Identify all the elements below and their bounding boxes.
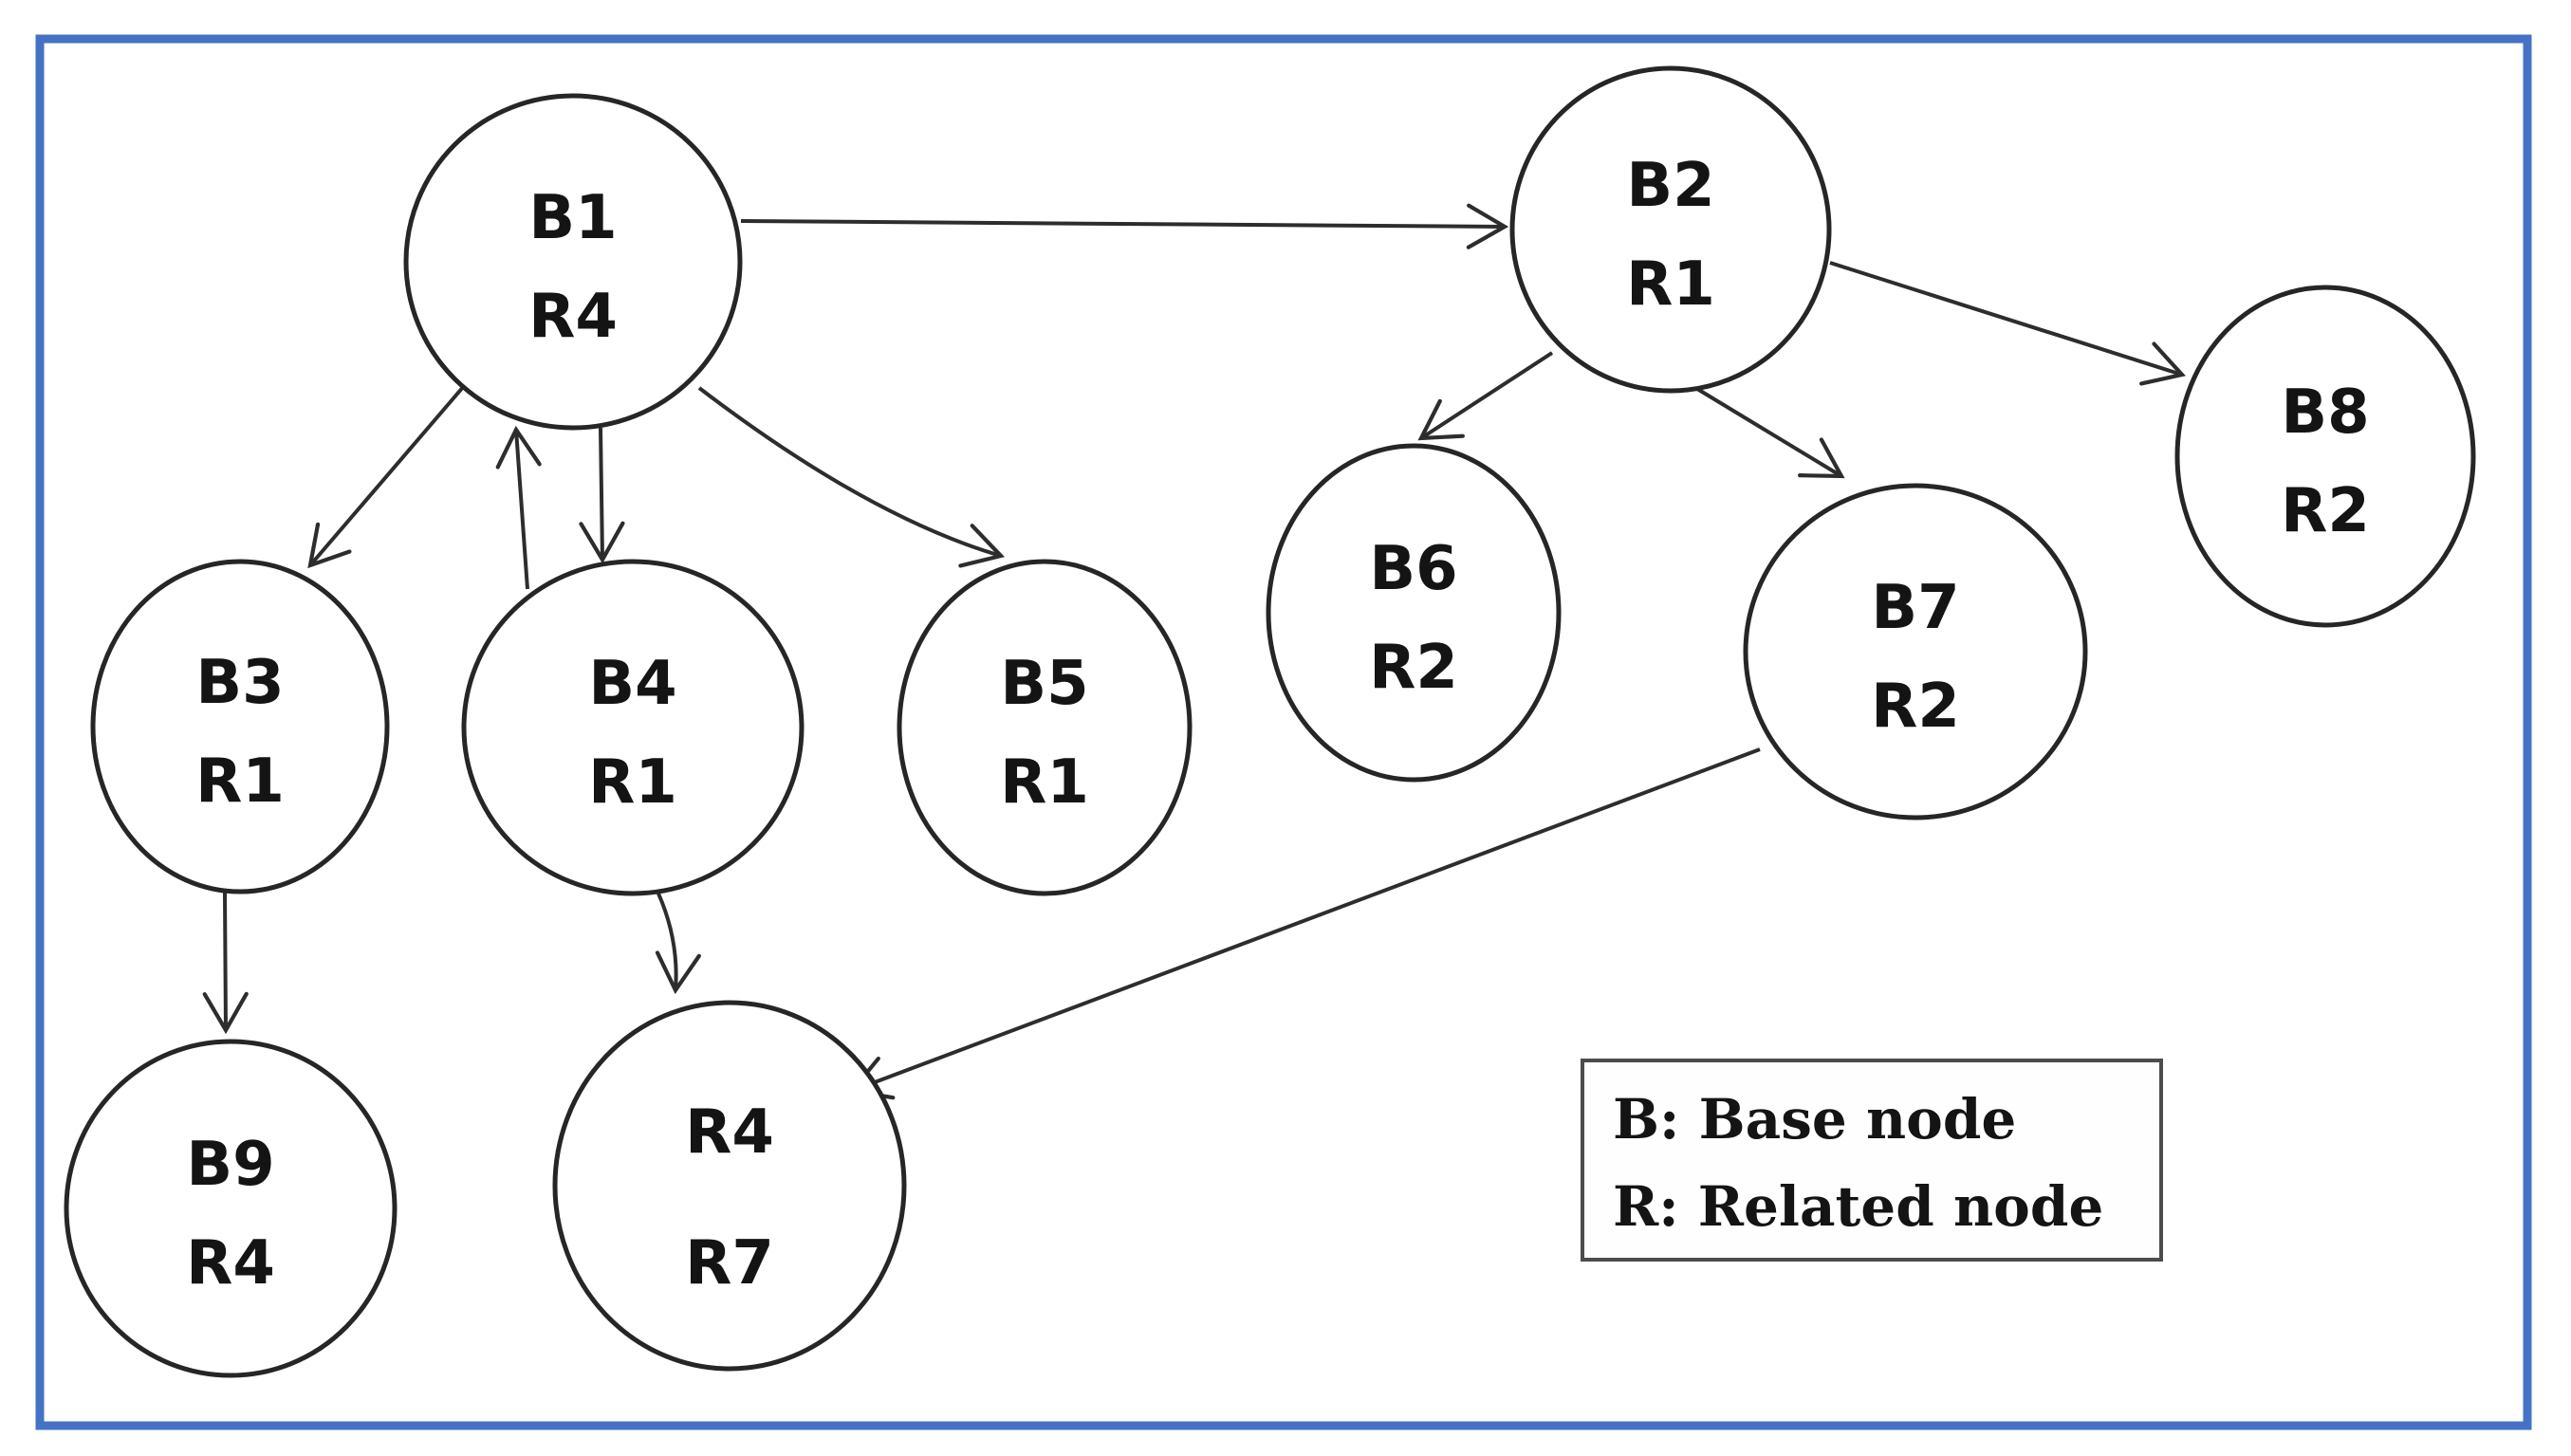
node-B5-label-1: B5 [1000, 649, 1088, 719]
node-B5-label-2: R1 [1000, 747, 1089, 818]
node-R4R7-label-1: R4 [685, 1097, 774, 1168]
node-B7-circle [1743, 483, 2088, 820]
node-B4-label-2: R1 [588, 747, 677, 818]
node-B7-label-2: R2 [1871, 672, 1960, 742]
edges [202, 203, 2186, 1100]
node-B8-label-1: B8 [2281, 378, 2369, 448]
node-B3-label-1: B3 [195, 648, 284, 718]
node-B1-label-1: B1 [528, 183, 617, 253]
edge-B1-to-B3 [307, 384, 466, 569]
node-B6-label-1: B6 [1369, 534, 1457, 604]
node-B1-circle [403, 93, 743, 431]
node-R4R7-label-2: R7 [685, 1228, 774, 1299]
node-B3-circle [90, 559, 390, 894]
legend-line-1: B: Base node [1613, 1087, 2016, 1152]
node-B8-label-2: R2 [2281, 476, 2370, 546]
node-B9-label-2: R4 [186, 1228, 275, 1299]
legend-box [1581, 1059, 2163, 1262]
node-B9-label-1: B9 [186, 1130, 274, 1200]
node-B3-label-2: R1 [195, 746, 285, 817]
frame-border [35, 34, 2532, 1430]
legend: B: Base node R: Related node [1581, 1059, 2163, 1262]
node-B2-circle [1509, 65, 1832, 394]
edge-B1-to-B5 [697, 386, 1006, 568]
node-B8-circle [2174, 285, 2476, 628]
node-B9-circle [64, 1039, 398, 1378]
edge-B7-to-R4R7 [848, 747, 1761, 1100]
node-B6-label-2: R2 [1369, 633, 1458, 703]
node-B4-circle [461, 559, 805, 896]
edge-B1-to-B2 [740, 203, 1509, 249]
edge-B2-to-B8 [1829, 261, 2186, 386]
node-B7-label-1: B7 [1871, 573, 1959, 643]
node-B4-label-1: B4 [588, 649, 676, 719]
node-B5-circle [897, 559, 1193, 896]
edge-B1-to-B4 [579, 427, 625, 564]
edge-B4-to-B1 [495, 425, 542, 590]
node-B6-circle [1266, 443, 1562, 783]
legend-line-2: R: Related node [1613, 1174, 2103, 1239]
edge-B3-to-B9 [202, 892, 249, 1035]
node-B2-label-1: B2 [1626, 151, 1714, 221]
edge-B2-to-B6 [1417, 351, 1554, 441]
node-R4R7-circle [552, 1000, 907, 1372]
node-B1-label-2: R4 [528, 282, 618, 352]
edge-B4-to-R4R7 [655, 893, 701, 995]
edge-B2-to-B7 [1695, 387, 1845, 479]
node-B2-label-2: R1 [1626, 249, 1715, 320]
